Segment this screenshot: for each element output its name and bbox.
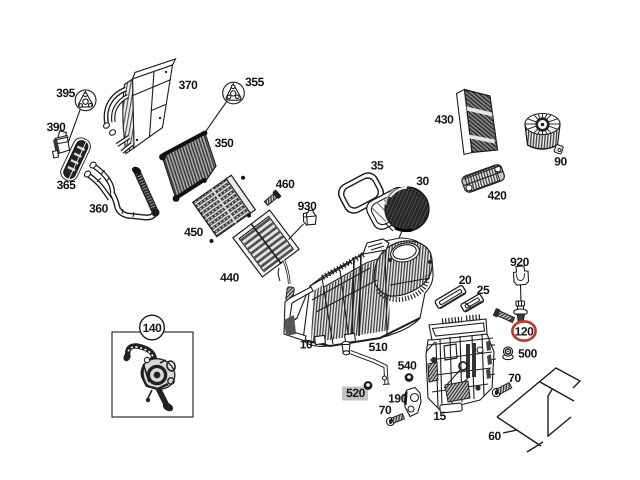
svg-text:360: 360 xyxy=(89,202,109,216)
svg-text:500: 500 xyxy=(518,347,538,361)
svg-text:70: 70 xyxy=(379,403,392,417)
svg-text:190: 190 xyxy=(388,392,408,406)
svg-text:395: 395 xyxy=(56,86,76,100)
svg-text:920: 920 xyxy=(510,255,530,269)
svg-text:355: 355 xyxy=(245,75,265,89)
svg-text:510: 510 xyxy=(369,340,389,354)
svg-text:20: 20 xyxy=(459,273,472,287)
svg-text:90: 90 xyxy=(554,155,567,169)
svg-text:140: 140 xyxy=(143,321,163,335)
svg-text:540: 540 xyxy=(398,359,418,373)
svg-text:60: 60 xyxy=(488,429,501,443)
svg-text:440: 440 xyxy=(220,271,240,285)
svg-text:10: 10 xyxy=(300,338,313,352)
svg-text:25: 25 xyxy=(477,283,490,297)
svg-text:365: 365 xyxy=(57,178,77,192)
svg-text:15: 15 xyxy=(433,409,446,423)
svg-text:120: 120 xyxy=(515,325,535,339)
svg-text:450: 450 xyxy=(184,225,204,239)
svg-text:930: 930 xyxy=(298,199,318,213)
svg-text:350: 350 xyxy=(215,136,235,150)
svg-text:30: 30 xyxy=(416,174,429,188)
svg-text:460: 460 xyxy=(276,177,296,191)
svg-text:390: 390 xyxy=(47,120,67,134)
svg-text:420: 420 xyxy=(488,189,508,203)
svg-text:430: 430 xyxy=(435,113,455,127)
svg-text:35: 35 xyxy=(371,159,384,173)
svg-text:520: 520 xyxy=(346,386,366,400)
svg-text:70: 70 xyxy=(508,371,521,385)
svg-text:370: 370 xyxy=(179,78,199,92)
